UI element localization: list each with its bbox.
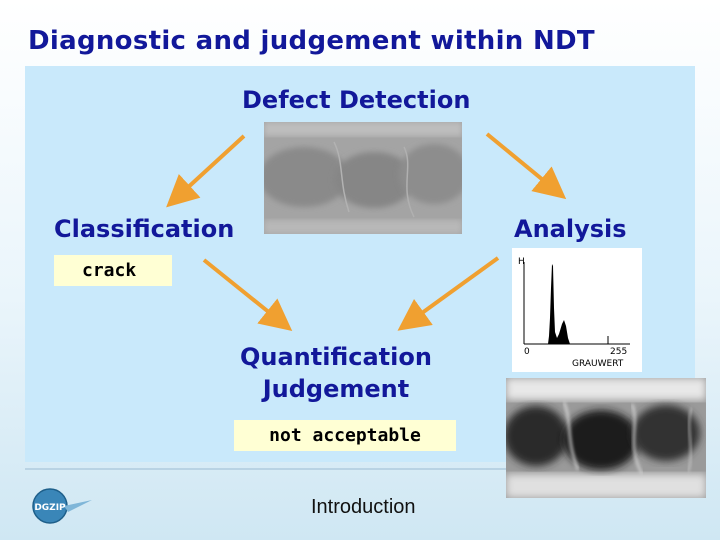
histogram-x-min-label: 0 — [524, 347, 530, 357]
dgzip-logo: DGZIP — [28, 486, 94, 526]
radiograph-image — [264, 122, 462, 234]
footer-label: Introduction — [311, 496, 416, 519]
histogram-x-axis-label: GRAUWERT — [572, 359, 624, 369]
histogram-y-label: H — [518, 257, 525, 267]
judgement-result-box: not acceptable — [234, 420, 456, 451]
judgement-label: Judgement — [240, 373, 432, 405]
grayvalue-histogram: H 0 255 GRAUWERT — [512, 248, 642, 372]
quantification-judgement-label: Quantification Judgement — [240, 341, 432, 405]
enhanced-radiograph-image — [506, 378, 706, 498]
logo-text: DGZIP — [34, 503, 66, 513]
classification-result-box: crack — [54, 255, 172, 286]
defect-detection-label: Defect Detection — [242, 86, 470, 114]
histogram-x-max-label: 255 — [610, 347, 627, 357]
analysis-label: Analysis — [514, 215, 627, 243]
classification-label: Classification — [54, 215, 234, 243]
quantification-label: Quantification — [240, 341, 432, 373]
slide-title: Diagnostic and judgement within NDT — [28, 26, 595, 56]
